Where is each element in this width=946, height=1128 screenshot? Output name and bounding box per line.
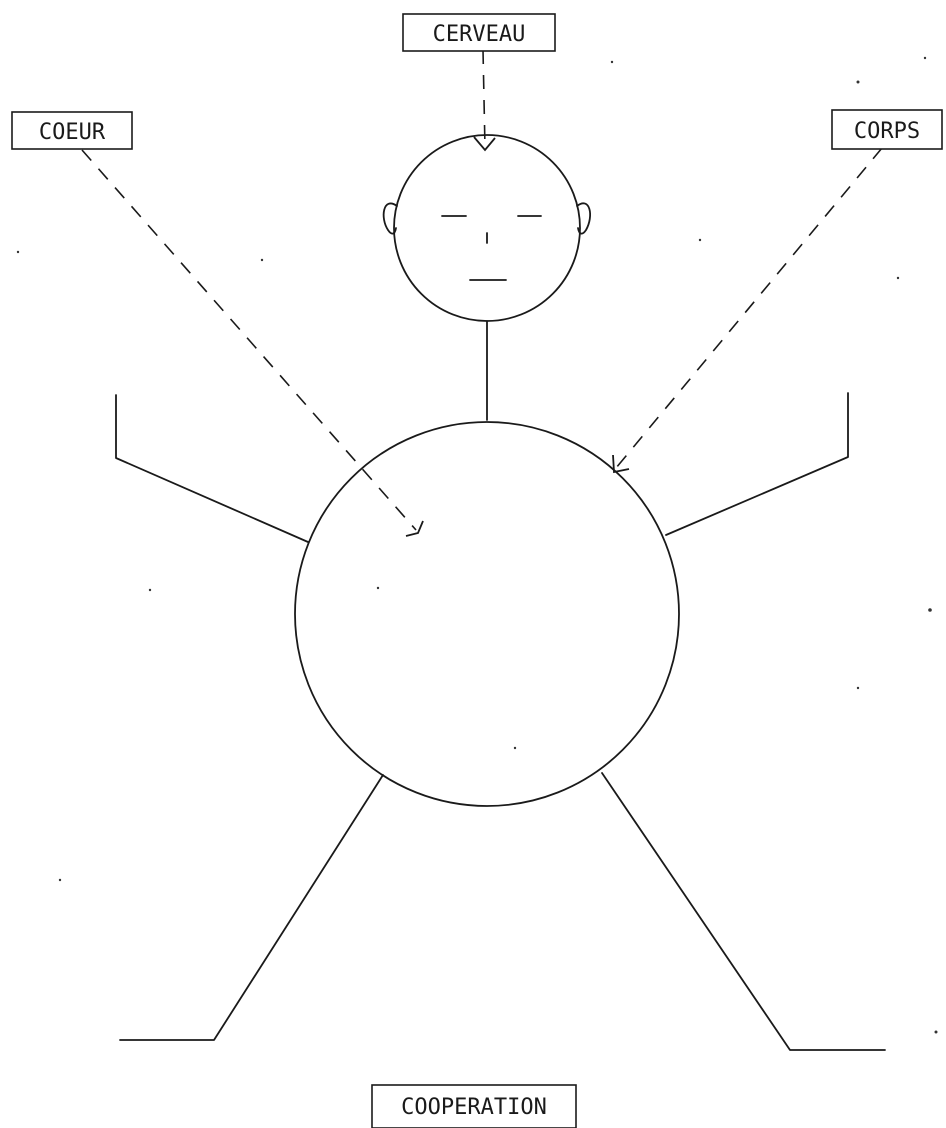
right-leg <box>602 773 885 1050</box>
caption-text: COOPERATION <box>401 1095 547 1120</box>
left-leg <box>120 775 383 1040</box>
arrow-body <box>613 148 882 472</box>
head-outline <box>394 135 580 321</box>
caption-box: COOPERATION <box>372 1085 576 1128</box>
right-arm <box>666 393 848 535</box>
arrow-heart <box>82 150 423 536</box>
label-heart: COEUR <box>12 112 132 149</box>
label-brain: CERVEAU <box>403 14 555 51</box>
label-brain-text: CERVEAU <box>433 22 526 47</box>
label-heart-text: COEUR <box>39 120 106 145</box>
body-circle <box>295 422 679 806</box>
head <box>384 135 590 321</box>
left-arm <box>116 395 308 542</box>
label-body-text: CORPS <box>854 119 920 144</box>
scan-noise <box>17 57 938 1034</box>
arrowhead-body <box>613 455 629 472</box>
label-body: CORPS <box>832 110 942 149</box>
